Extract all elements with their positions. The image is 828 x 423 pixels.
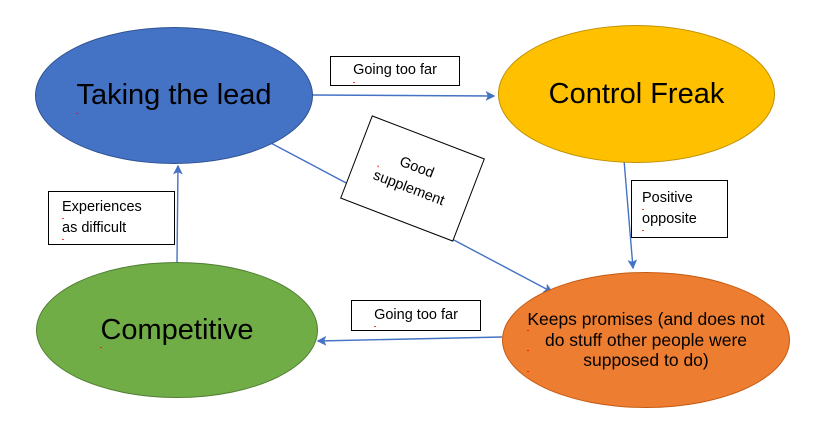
- edge-promises-to-competitive: [316, 335, 503, 346]
- edge-label-going-too-far-top[interactable]: Going too far: [330, 56, 460, 86]
- node-competitive[interactable]: Competitive: [36, 262, 318, 398]
- node-control-freak-label: Control Freak: [548, 77, 725, 110]
- edge-competitive-to-lead: [173, 164, 183, 263]
- node-taking-the-lead-label: Taking the lead: [76, 79, 272, 112]
- edge-label-going-too-far-top-text: Going too far: [353, 60, 437, 81]
- edge-label-going-too-far-bottom[interactable]: Going too far: [351, 300, 481, 331]
- node-taking-the-lead[interactable]: Taking the lead: [35, 27, 313, 164]
- edge-label-going-too-far-bottom-text: Going too far: [374, 305, 458, 326]
- node-control-freak[interactable]: Control Freak: [498, 25, 775, 163]
- edge-lead-to-control: [311, 91, 496, 101]
- node-competitive-label: Competitive: [100, 313, 254, 346]
